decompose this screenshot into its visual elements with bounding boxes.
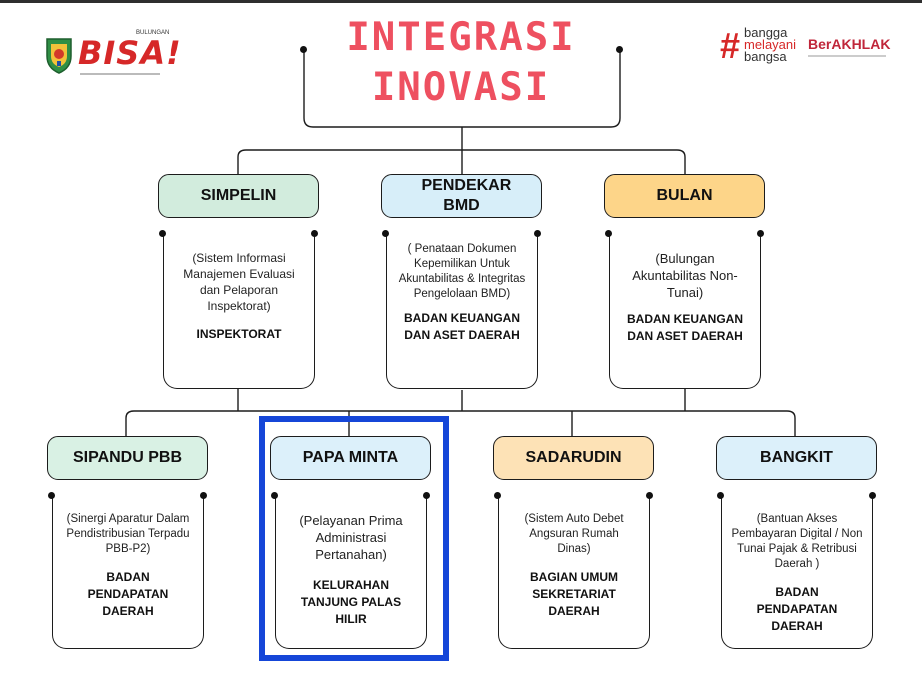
sipandu-pbb-dot-left	[48, 492, 55, 499]
papa-minta-description: (Pelayanan Prima Administrasi Pertanahan…	[299, 513, 403, 562]
sipandu-pbb-title: SIPANDU PBB	[47, 436, 208, 480]
hashtag-icon: #	[720, 25, 741, 66]
sipandu-pbb-dot-right	[200, 492, 207, 499]
simpelin-card: (Sistem Informasi Manajemen Evaluasi dan…	[163, 234, 315, 389]
pendekar-bmd-dot-right	[534, 230, 541, 237]
bangkit-dot-left	[717, 492, 724, 499]
pendekar-bmd-dot-left	[382, 230, 389, 237]
sadarudin-dot-right	[646, 492, 653, 499]
simpelin-dot-left	[159, 230, 166, 237]
papa-minta-organization: KELURAHAN TANJUNG PALAS HILIR	[300, 578, 402, 626]
highlight-frame	[259, 416, 449, 661]
berakhlak-subline	[808, 55, 886, 57]
bulan-title: BULAN	[604, 174, 765, 218]
bisa-wordmark: BISA!	[78, 34, 182, 72]
papa-minta-dot-left	[271, 492, 278, 499]
melayani-text: melayani	[744, 37, 797, 52]
papa-minta-title: PAPA MINTA	[270, 436, 431, 480]
papa-minta-card: (Pelayanan Prima Administrasi Pertanahan…	[275, 496, 427, 649]
pendekar-bmd-card: ( Penataan Dokumen Kepemilikan Untuk Aku…	[386, 234, 538, 389]
bulan-label: BULAN	[656, 187, 713, 204]
bisa-tagline: BULUNGAN	[136, 30, 170, 36]
title-line-2: INOVASI	[371, 65, 551, 110]
page-title: INTEGRASI INOVASI	[300, 14, 622, 112]
bulan-organization: BADAN KEUANGAN DAN ASET DAERAH	[627, 312, 743, 343]
simpelin-organization: INSPEKTORAT	[196, 327, 282, 341]
bulan-description: (Bulungan Akuntabilitas Non-Tunai)	[632, 251, 738, 300]
sadarudin-dot-left	[494, 492, 501, 499]
bulan-card: (Bulungan Akuntabilitas Non-Tunai) BADAN…	[609, 234, 761, 389]
papa-minta-dot-right	[423, 492, 430, 499]
bangsa-text: bangsa	[744, 49, 787, 64]
bracket-dot-left	[300, 46, 307, 53]
bulungan-bisa-logo: BISA! BULUNGAN	[44, 30, 182, 80]
bottom-row-bar	[125, 410, 796, 436]
sadarudin-description: (Sistem Auto Debet Angsuran Rumah Dinas)	[524, 513, 624, 555]
pendekar-bmd-organization: BADAN KEUANGAN DAN ASET DAERAH	[404, 311, 520, 342]
sadarudin-card: (Sistem Auto Debet Angsuran Rumah Dinas)…	[498, 496, 650, 649]
bangkit-title: BANGKIT	[716, 436, 877, 480]
sadarudin-organization: BAGIAN UMUM SEKRETARIAT DAERAH	[530, 570, 618, 618]
bangkit-label: BANGKIT	[760, 449, 833, 466]
page-background	[0, 3, 922, 691]
sipandu-pbb-organization: BADAN PENDAPATAN DAERAH	[87, 570, 169, 618]
bracket-dot-right	[616, 46, 623, 53]
simpelin-title: SIMPELIN	[158, 174, 319, 218]
bulan-dot-left	[605, 230, 612, 237]
sipandu-pbb-label: SIPANDU PBB	[72, 449, 183, 466]
sipandu-pbb-description: (Sinergi Aparatur Dalam Pendistribusian …	[66, 513, 190, 555]
bangkit-card: (Bantuan Akses Pembayaran Digital / Non …	[721, 496, 873, 649]
simpelin-label: SIMPELIN	[200, 187, 277, 204]
bulungan-crest-icon	[46, 38, 72, 74]
sadarudin-title: SADARUDIN	[493, 436, 654, 480]
sadarudin-label: SADARUDIN	[525, 449, 622, 466]
papa-minta-label: PAPA MINTA	[302, 449, 399, 466]
pendekar-bmd-label: PENDEKAR BMD	[421, 177, 512, 214]
bangkit-description: (Bantuan Akses Pembayaran Digital / Non …	[731, 513, 863, 570]
bulan-dot-right	[757, 230, 764, 237]
bangga-text: bangga	[744, 25, 788, 40]
pendekar-bmd-description: ( Penataan Dokumen Kepemilikan Untuk Aku…	[398, 243, 526, 300]
bisa-underline	[80, 73, 160, 75]
simpelin-description: (Sistem Informasi Manajemen Evaluasi dan…	[183, 251, 295, 313]
bangga-melayani-logo: # bangga melayani bangsa BerAKHLAK	[720, 26, 900, 70]
simpelin-dot-right	[311, 230, 318, 237]
title-line-1: INTEGRASI	[346, 15, 576, 60]
sipandu-pbb-card: (Sinergi Aparatur Dalam Pendistribusian …	[52, 496, 204, 649]
pendekar-bmd-title: PENDEKAR BMD	[381, 174, 542, 218]
bangkit-organization: BADAN PENDAPATAN DAERAH	[756, 585, 838, 633]
bangkit-dot-right	[869, 492, 876, 499]
berakhlak-text: BerAKHLAK	[808, 36, 891, 52]
